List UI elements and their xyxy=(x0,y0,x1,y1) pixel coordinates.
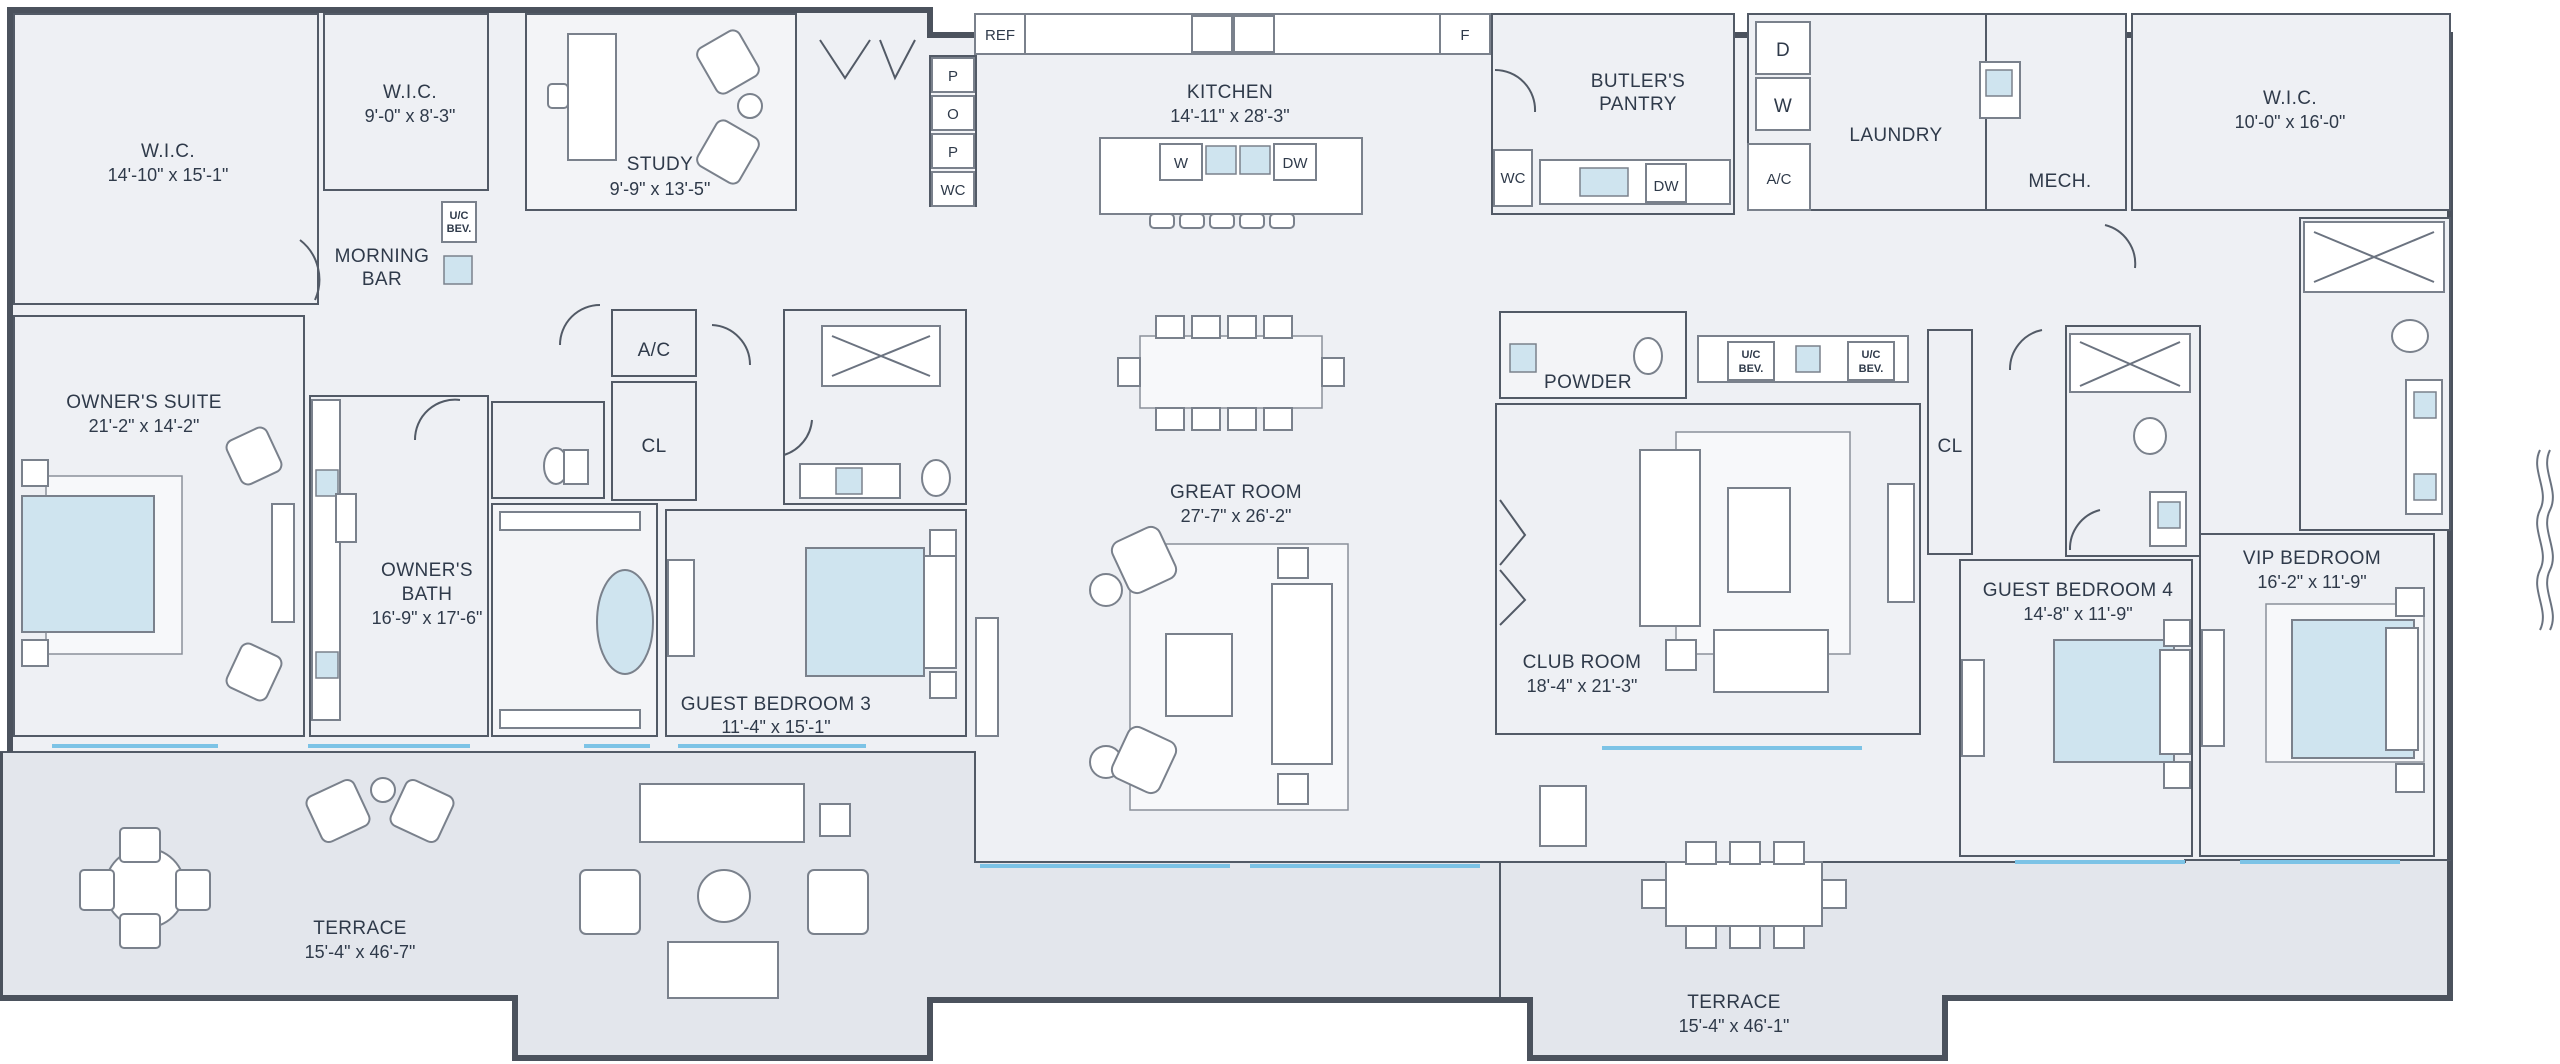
guest-bed3-name: GUEST BEDROOM 3 xyxy=(681,694,871,715)
owners-bed xyxy=(21,495,155,633)
washer-label: W xyxy=(1774,96,1792,117)
uc-bev-left-line1: U/C xyxy=(450,210,469,222)
cl-left-name: CL xyxy=(641,436,666,457)
ref-label: REF xyxy=(985,27,1015,44)
owners-suite-name: OWNER'S SUITE xyxy=(66,392,222,413)
wic-owner-dim: 14'-10" x 15'-1" xyxy=(108,165,229,185)
freezer-label: F xyxy=(1460,27,1469,44)
wc-pantry: WC xyxy=(1501,170,1526,187)
terrace-dining-table xyxy=(1665,861,1823,927)
guest-bed3-dim: 11'-4" x 15'-1" xyxy=(721,717,830,737)
dw-pantry: DW xyxy=(1654,178,1680,195)
club-room-dim: 18'-4" x 21'-3" xyxy=(1527,676,1638,696)
terrace-sofa-bottom xyxy=(667,941,779,999)
great-room-name: GREAT ROOM xyxy=(1170,482,1302,503)
mech-name: MECH. xyxy=(2028,171,2091,192)
wic-vip-dim: 10'-0" x 16'-0" xyxy=(2235,112,2346,132)
owners-bath-dim: 16'-9" x 17'-6" xyxy=(372,608,483,628)
great-room-sofa xyxy=(1271,583,1333,765)
guest-bed4-name: GUEST BEDROOM 4 xyxy=(1983,580,2173,601)
terrace-left-dim: 15'-4" x 46'-7" xyxy=(305,942,416,962)
guest-bed4 xyxy=(2053,639,2175,763)
terrace-left-name: TERRACE xyxy=(313,918,407,939)
uc-bev-club2-line1: U/C xyxy=(1862,349,1881,361)
island-stools xyxy=(1149,213,1295,229)
dryer-label: D xyxy=(1776,40,1790,61)
kitchen-name: KITCHEN xyxy=(1187,82,1273,103)
wave-icon xyxy=(2536,449,2554,631)
island-w: W xyxy=(1174,155,1189,172)
uc-bev-club1-line1: U/C xyxy=(1742,349,1761,361)
dining-table xyxy=(1139,335,1323,409)
wic-small-dim: 9'-0" x 8'-3" xyxy=(365,106,456,126)
pantry-p1: P xyxy=(948,68,958,85)
owners-bath-line1: OWNER'S xyxy=(381,560,473,581)
butlers-pantry-line2: PANTRY xyxy=(1599,94,1677,115)
study-armchair-1 xyxy=(696,29,760,95)
wic-vip-name: W.I.C. xyxy=(2263,88,2317,109)
wic-vip-room xyxy=(2131,13,2451,211)
study-dim: 9'-9" x 13'-5" xyxy=(610,179,711,199)
club-room-name: CLUB ROOM xyxy=(1523,652,1642,673)
terrace-sofa-top xyxy=(639,783,805,843)
kitchen-island xyxy=(1099,137,1363,215)
study-desk xyxy=(567,33,617,161)
dining-chairs xyxy=(1117,315,1345,431)
island-dw: DW xyxy=(1283,155,1309,172)
pantry-o: O xyxy=(947,106,959,123)
morning-bar-line2: BAR xyxy=(362,269,402,290)
suite-armchair-2 xyxy=(225,642,283,702)
club-sofa-left xyxy=(1639,449,1701,627)
kitchen-dim: 14'-11" x 28'-3" xyxy=(1170,106,1289,126)
club-sofa-bottom xyxy=(1713,629,1829,693)
ac-left-room xyxy=(611,309,697,377)
suite-armchair-1 xyxy=(225,426,283,486)
terrace-dining-chairs xyxy=(1641,841,1847,949)
ac-left-name: A/C xyxy=(638,340,671,361)
wic-small-room xyxy=(323,13,489,191)
vip-bed-name: VIP BEDROOM xyxy=(2243,548,2381,569)
cl-right-room xyxy=(1927,329,1973,555)
vip-bed-dim: 16'-2" x 11'-9" xyxy=(2257,572,2366,592)
laundry-name: LAUNDRY xyxy=(1849,125,1942,146)
coffee-table xyxy=(1165,633,1233,717)
study-armchair-2 xyxy=(696,119,760,185)
uc-bev-club2-line2: BEV. xyxy=(1859,363,1884,375)
terrace-right-name: TERRACE xyxy=(1687,992,1781,1013)
owners-suite-dim: 21'-2" x 14'-2" xyxy=(89,416,200,436)
wic-owner-name: W.I.C. xyxy=(141,141,195,162)
cl-right-name: CL xyxy=(1937,436,1962,457)
powder-name: POWDER xyxy=(1544,372,1632,393)
study-name: STUDY xyxy=(627,154,693,175)
guest-bed4-dim: 14'-8" x 11'-9" xyxy=(2023,604,2132,624)
bathtub xyxy=(596,569,654,675)
ac-laundry: A/C xyxy=(1766,171,1791,188)
wc-kitchen: WC xyxy=(941,182,966,199)
morning-bar-line1: MORNING xyxy=(335,246,430,267)
butlers-pantry-line1: BUTLER'S xyxy=(1591,71,1685,92)
terrace-right-dim: 15'-4" x 46'-1" xyxy=(1679,1016,1790,1036)
club-coffee-table xyxy=(1727,487,1791,593)
guest-bed3 xyxy=(805,547,925,677)
cl-left-room xyxy=(611,381,697,501)
pantry-p2: P xyxy=(948,144,958,161)
great-room-dim: 27'-7" x 26'-2" xyxy=(1181,506,1292,526)
wic-small-name: W.I.C. xyxy=(383,82,437,103)
uc-bev-left-line2: BEV. xyxy=(447,223,472,235)
owners-bath-line2: BATH xyxy=(402,584,453,605)
wic-owner-room xyxy=(13,13,319,305)
uc-bev-club1-line2: BEV. xyxy=(1739,363,1764,375)
study-chair xyxy=(547,83,569,109)
